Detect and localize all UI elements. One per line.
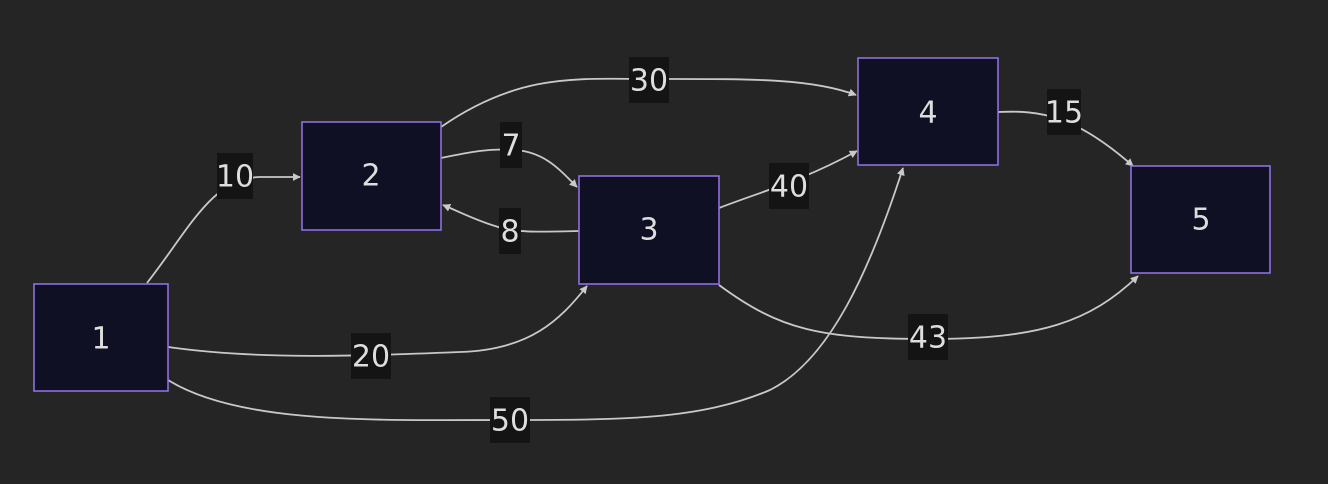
edge-label-3-2-text: 8 — [500, 215, 519, 250]
node-5[interactable]: 5 — [1130, 165, 1271, 274]
node-2[interactable]: 2 — [301, 121, 442, 231]
edge-label-2-3-text: 7 — [501, 129, 520, 164]
edge-label-1-3-text: 20 — [352, 340, 390, 375]
node-5-label: 5 — [1191, 203, 1210, 238]
node-4[interactable]: 4 — [857, 57, 999, 166]
edge-label-1-2-text: 10 — [216, 160, 254, 195]
edge-label-3-5-text: 43 — [909, 321, 947, 356]
edge-label-2-3: 7 — [500, 122, 522, 168]
edge-label-4-5: 15 — [1045, 89, 1083, 135]
edge-label-3-5: 43 — [908, 314, 948, 360]
edge-label-1-2: 10 — [216, 153, 254, 199]
edge-label-1-4: 50 — [490, 397, 530, 443]
node-1-label: 1 — [91, 322, 110, 357]
edge-1-4 — [167, 167, 905, 422]
edge-3-2 — [442, 204, 580, 233]
edge-label-3-2: 8 — [499, 208, 521, 254]
edge-labels: 10 20 50 7 30 8 40 43 — [216, 57, 1083, 443]
node-2-label: 2 — [361, 159, 380, 194]
edge-label-1-3: 20 — [351, 333, 391, 379]
edge-label-2-4-text: 30 — [630, 64, 668, 99]
edge-label-4-5-text: 15 — [1045, 96, 1083, 131]
edge-label-2-4: 30 — [629, 57, 669, 103]
node-3-label: 3 — [639, 213, 658, 248]
node-1[interactable]: 1 — [33, 283, 169, 392]
edge-label-3-4: 40 — [769, 163, 809, 209]
edge-label-1-4-text: 50 — [491, 404, 529, 439]
edge-1-3 — [167, 285, 588, 357]
node-3[interactable]: 3 — [578, 175, 720, 285]
node-4-label: 4 — [918, 96, 937, 131]
edge-label-3-4-text: 40 — [770, 170, 808, 205]
